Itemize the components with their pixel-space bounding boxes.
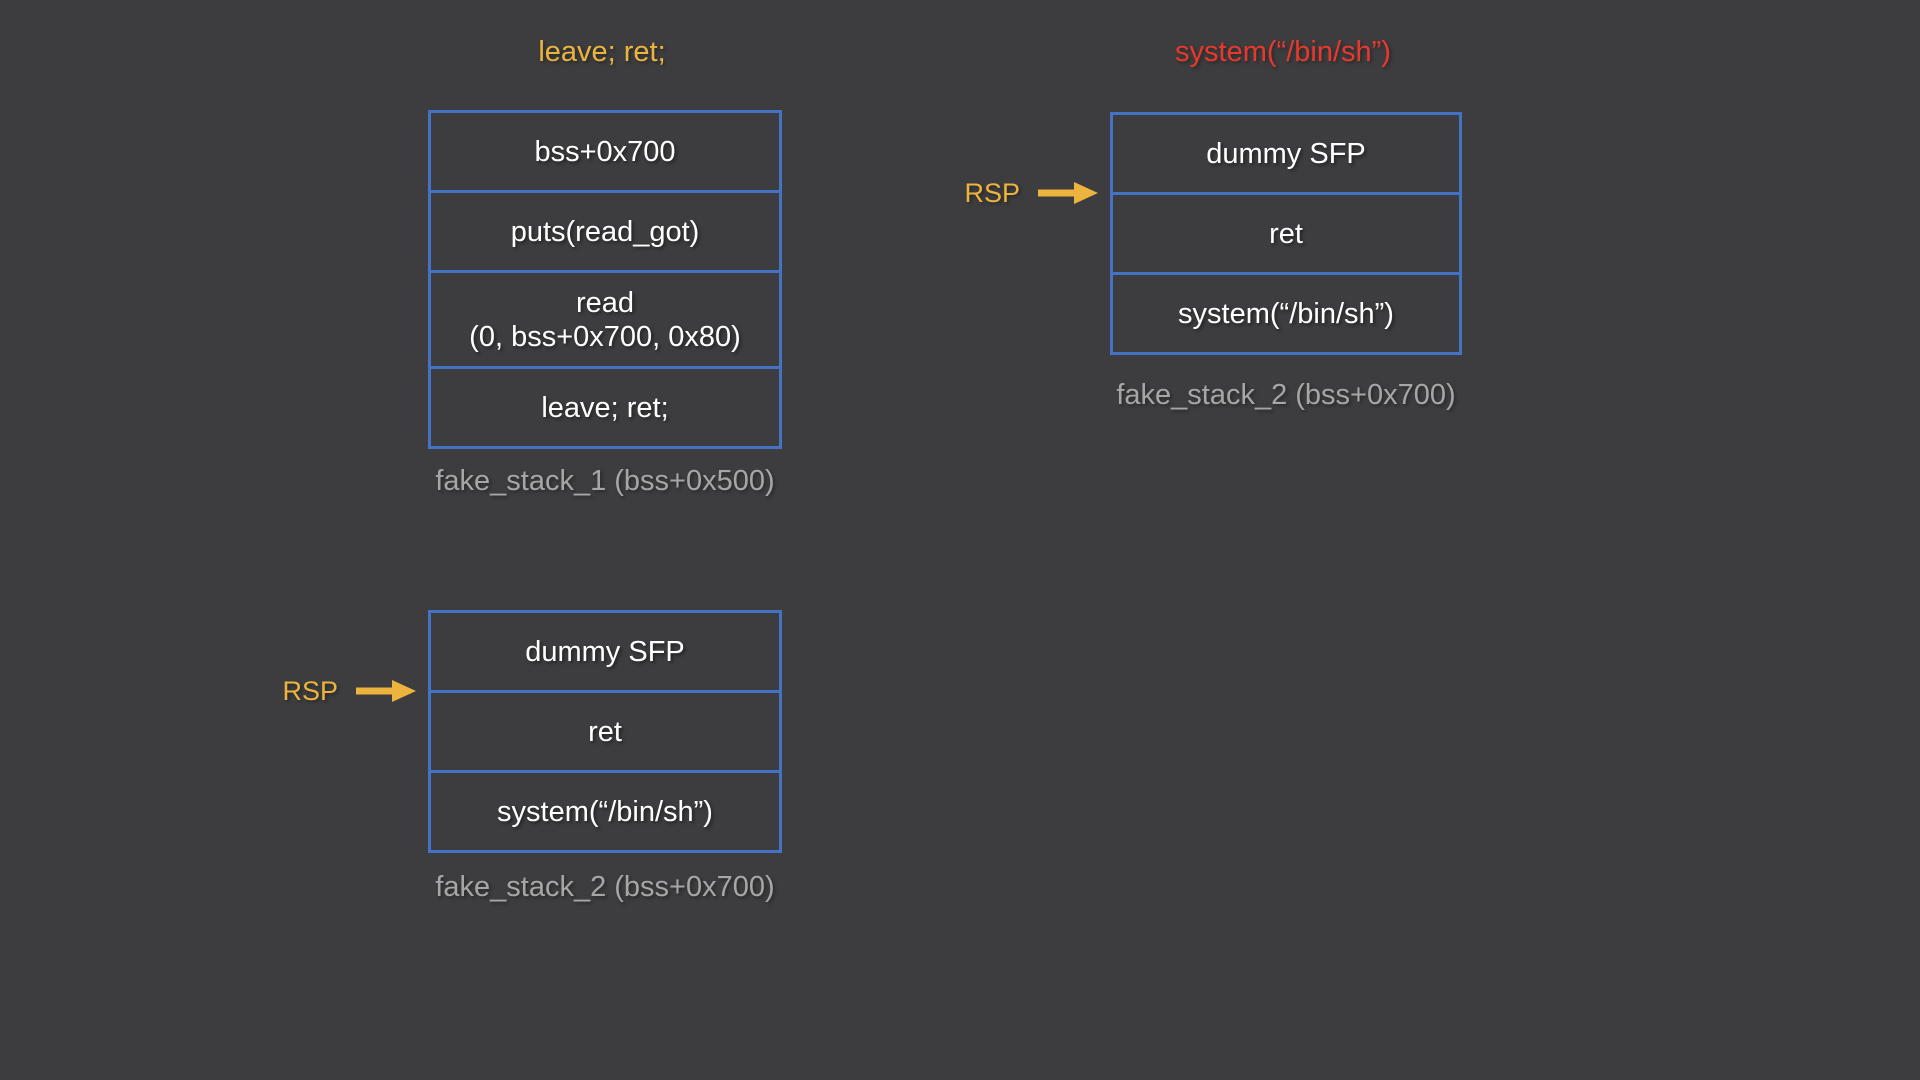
stack-cell-ret: ret xyxy=(431,690,779,770)
fake-stack-2-bottom-box: dummy SFP ret system(“/bin/sh”) xyxy=(428,610,782,853)
gadget-title-leave-ret: leave; ret; xyxy=(538,36,666,68)
fake-stack-1-caption: fake_stack_1 (bss+0x500) xyxy=(435,465,775,497)
stack-cell-ret: ret xyxy=(1113,192,1459,272)
stack-cell-system-binsh: system(“/bin/sh”) xyxy=(431,770,779,850)
fake-stack-1-box: bss+0x700 puts(read_got) read (0, bss+0x… xyxy=(428,110,782,449)
fake-stack-2-bottom-caption: fake_stack_2 (bss+0x700) xyxy=(435,871,775,903)
stack-cell-puts-read-got: puts(read_got) xyxy=(431,190,779,270)
fake-stack-2-top-caption: fake_stack_2 (bss+0x700) xyxy=(1116,379,1456,411)
stack-cell-read-call: read (0, bss+0x700, 0x80) xyxy=(431,270,779,366)
gadget-title-system-binsh: system(“/bin/sh”) xyxy=(1175,36,1391,68)
fake-stack-2-top-box: dummy SFP ret system(“/bin/sh”) xyxy=(1110,112,1462,355)
rsp-label: RSP xyxy=(282,676,338,706)
stack-cell-leave-ret: leave; ret; xyxy=(431,366,779,446)
stack-cell-bss-0x700: bss+0x700 xyxy=(534,135,676,168)
rsp-arrow-icon xyxy=(356,680,416,702)
rsp-arrow-icon xyxy=(1038,182,1098,204)
stack-cell-dummy-sfp: dummy SFP xyxy=(1206,137,1366,170)
rsp-pointer: RSP xyxy=(268,671,416,711)
rsp-pointer: RSP xyxy=(950,173,1098,213)
stack-cell-system-binsh: system(“/bin/sh”) xyxy=(1113,272,1459,352)
rsp-label: RSP xyxy=(964,178,1020,208)
stack-cell-dummy-sfp: dummy SFP xyxy=(525,635,685,668)
